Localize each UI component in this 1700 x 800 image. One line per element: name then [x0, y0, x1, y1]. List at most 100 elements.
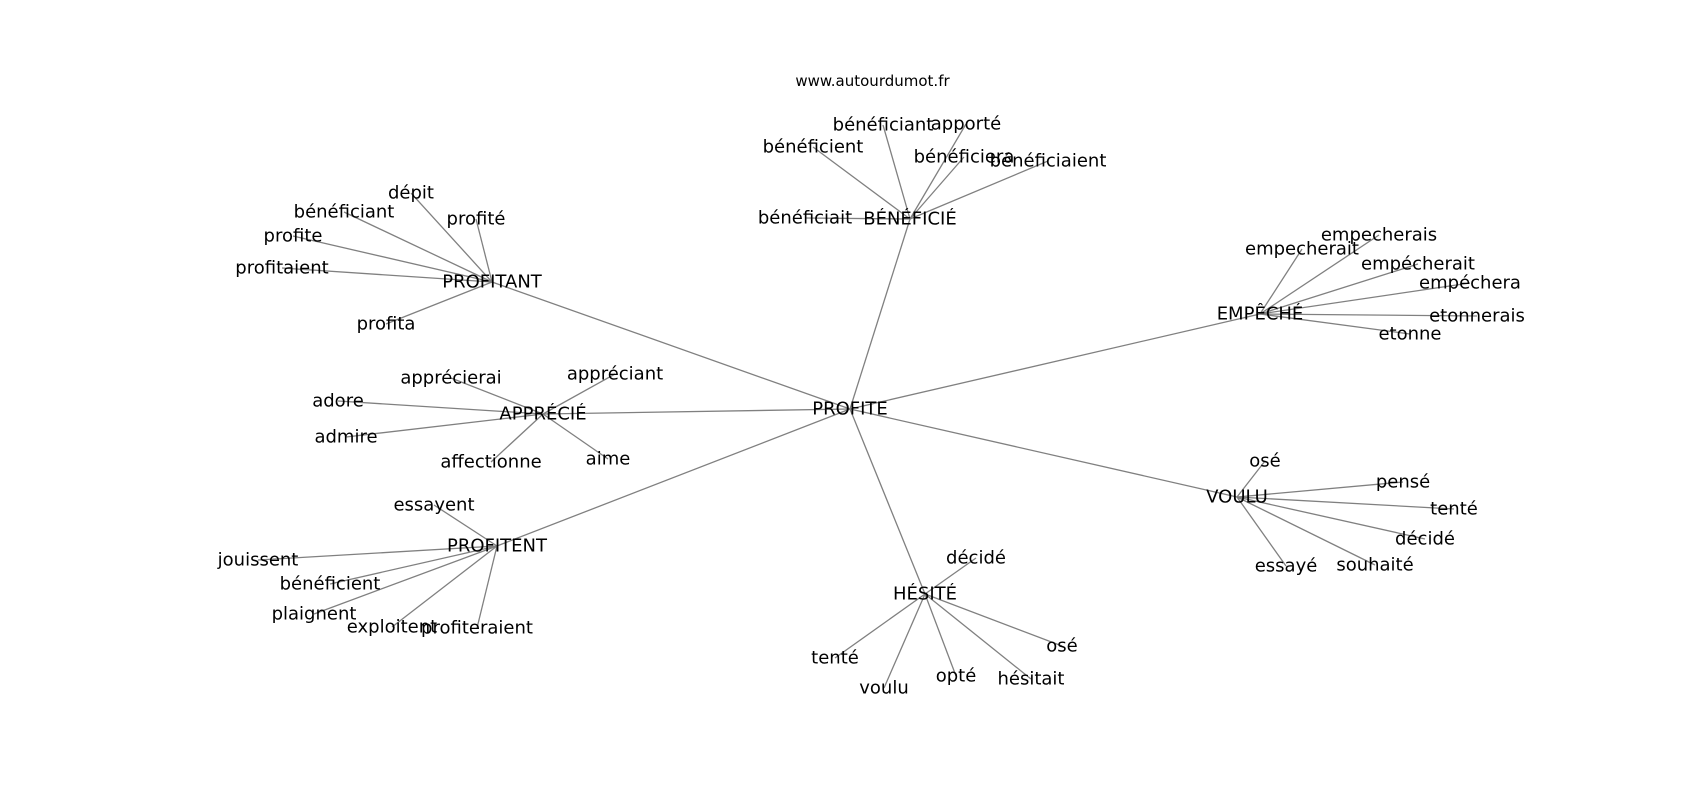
edge-beneficie-beneficiaient [909, 160, 1049, 220]
edge-beneficie-beneficiant [882, 124, 911, 220]
edge-beneficie-beneficient [812, 146, 911, 220]
node-cluster-hesite[interactable]: HÉSITÉ [893, 583, 957, 605]
node-leaf-essaye[interactable]: essayé [1255, 556, 1318, 577]
node-leaf-appreciant[interactable]: appréciant [567, 364, 663, 385]
labels: PROFITEBÉNÉFICIÉbénéficiantapportébénéfi… [217, 114, 1525, 699]
edge-profitant-profita [385, 281, 493, 325]
edge-hesite-decide [924, 557, 977, 595]
node-leaf-pense[interactable]: pensé [1376, 472, 1430, 493]
edge-apprecie-admire [345, 413, 544, 438]
edge-profite-beneficie [849, 218, 911, 410]
node-leaf-empecherait[interactable]: empecherait [1245, 239, 1359, 260]
edge-empeche-empechera [1259, 282, 1471, 315]
edge-hesite-tente [834, 593, 926, 659]
node-leaf-ose[interactable]: osé [1249, 451, 1280, 472]
node-leaf-adore[interactable]: adore [312, 391, 364, 412]
watermark: www.autourdumot.fr [795, 72, 950, 90]
edge-voulu-decide [1236, 496, 1426, 540]
edge-voulu-ose [1236, 460, 1266, 498]
node-leaf-profitaient[interactable]: profitaient [235, 258, 328, 279]
edge-empeche-empecherais [1259, 234, 1380, 315]
node-leaf-exploitent[interactable]: exploitent [347, 617, 437, 638]
edge-profite-profitent [496, 408, 851, 547]
edge-voulu-souhaite [1236, 496, 1376, 566]
node-leaf-souhaite[interactable]: souhaité [1336, 555, 1413, 576]
node-leaf-empecherait[interactable]: empécherait [1361, 254, 1475, 275]
node-leaf-beneficiaient[interactable]: bénéficiaient [990, 151, 1107, 172]
edge-profite-profitant [491, 281, 851, 410]
edge-hesite-opte [924, 593, 957, 677]
node-leaf-beneficient[interactable]: bénéficient [763, 137, 864, 158]
node-cluster-voulu[interactable]: VOULU [1206, 487, 1268, 508]
edge-voulu-pense [1236, 481, 1404, 498]
node-leaf-beneficiait[interactable]: bénéficiait [758, 208, 852, 229]
edge-empeche-etonne [1259, 313, 1411, 335]
edge-profite-apprecie [542, 408, 851, 415]
edge-profitant-profite [292, 235, 493, 283]
edge-apprecie-appreciant [542, 373, 616, 415]
edge-profitent-essayent [433, 504, 498, 547]
node-leaf-profite[interactable]: profité [447, 209, 506, 230]
node-cluster-beneficie[interactable]: BÉNÉFICIÉ [863, 208, 956, 230]
node-leaf-opte[interactable]: opté [936, 666, 977, 687]
node-leaf-decide[interactable]: décidé [1395, 529, 1455, 550]
node-leaf-etonne[interactable]: etonne [1378, 324, 1441, 345]
edge-profitent-beneficient [329, 545, 498, 585]
node-leaf-profiteraient[interactable]: profiteraient [421, 618, 533, 639]
edge-hesite-hesitait [924, 593, 1032, 680]
node-leaf-plaignent[interactable]: plaignent [272, 604, 357, 625]
node-center-profite[interactable]: PROFITE [812, 399, 888, 420]
node-leaf-beneficiant[interactable]: bénéficiant [833, 115, 934, 136]
node-cluster-empeche[interactable]: EMPÊCHÉ [1217, 303, 1304, 325]
node-leaf-hesitait[interactable]: hésitait [997, 669, 1064, 690]
edge-profite-voulu [849, 408, 1238, 498]
node-leaf-depit[interactable]: dépit [388, 183, 434, 204]
node-cluster-apprecie[interactable]: APPRÉCIÉ [499, 403, 586, 425]
edge-apprecie-adore [337, 400, 544, 415]
edge-apprecie-affectionne [490, 413, 544, 463]
edge-voulu-essaye [1236, 496, 1287, 567]
edge-profitent-jouissent [257, 545, 498, 561]
node-leaf-profita[interactable]: profita [357, 314, 416, 335]
edge-profite-hesite [849, 408, 926, 595]
node-leaf-admire[interactable]: admire [314, 427, 377, 448]
edge-apprecie-aime [542, 413, 609, 460]
node-leaf-tente[interactable]: tenté [811, 648, 859, 669]
edge-profitent-plaignent [313, 545, 498, 615]
node-leaf-empecherais[interactable]: empecherais [1321, 225, 1437, 246]
edge-profite-empeche [849, 313, 1261, 410]
node-leaf-apporte[interactable]: apporté [931, 114, 1001, 135]
node-leaf-voulu[interactable]: voulu [859, 678, 908, 699]
node-leaf-tente[interactable]: tenté [1430, 499, 1478, 520]
node-leaf-beneficiera[interactable]: bénéficiera [914, 147, 1015, 168]
edge-beneficie-apporte [909, 123, 967, 220]
node-leaf-ose[interactable]: osé [1046, 636, 1077, 657]
edge-profitent-profiteraient [476, 545, 498, 629]
node-leaf-decide[interactable]: décidé [946, 548, 1006, 569]
node-leaf-etonnerais[interactable]: etonnerais [1429, 306, 1525, 327]
node-cluster-profitent[interactable]: PROFITENT [447, 536, 548, 557]
edge-profitent-exploitent [391, 545, 498, 628]
edges [257, 123, 1478, 689]
node-cluster-profitant[interactable]: PROFITANT [442, 272, 543, 293]
node-leaf-profite[interactable]: profite [264, 226, 323, 247]
edge-empeche-empecherait [1259, 263, 1419, 315]
node-leaf-beneficient[interactable]: bénéficient [280, 574, 381, 595]
node-leaf-essayent[interactable]: essayent [393, 495, 474, 516]
edge-profitant-profite [475, 218, 493, 283]
node-leaf-jouissent[interactable]: jouissent [217, 550, 299, 571]
edge-voulu-tente [1236, 496, 1455, 510]
node-leaf-apprecierai[interactable]: apprécierai [400, 368, 501, 389]
edge-hesite-ose [924, 593, 1063, 647]
node-leaf-affectionne[interactable]: affectionne [440, 452, 541, 473]
node-leaf-empechera[interactable]: empéchera [1419, 273, 1521, 294]
edge-beneficie-beneficiera [909, 156, 965, 220]
node-leaf-beneficiant[interactable]: bénéficiant [294, 202, 395, 223]
edge-beneficie-beneficiait [804, 217, 911, 220]
node-leaf-aime[interactable]: aime [586, 449, 631, 470]
edge-apprecie-apprecierai [450, 377, 544, 415]
edge-profitant-depit [410, 192, 493, 283]
edge-empeche-empecherait [1259, 248, 1303, 315]
